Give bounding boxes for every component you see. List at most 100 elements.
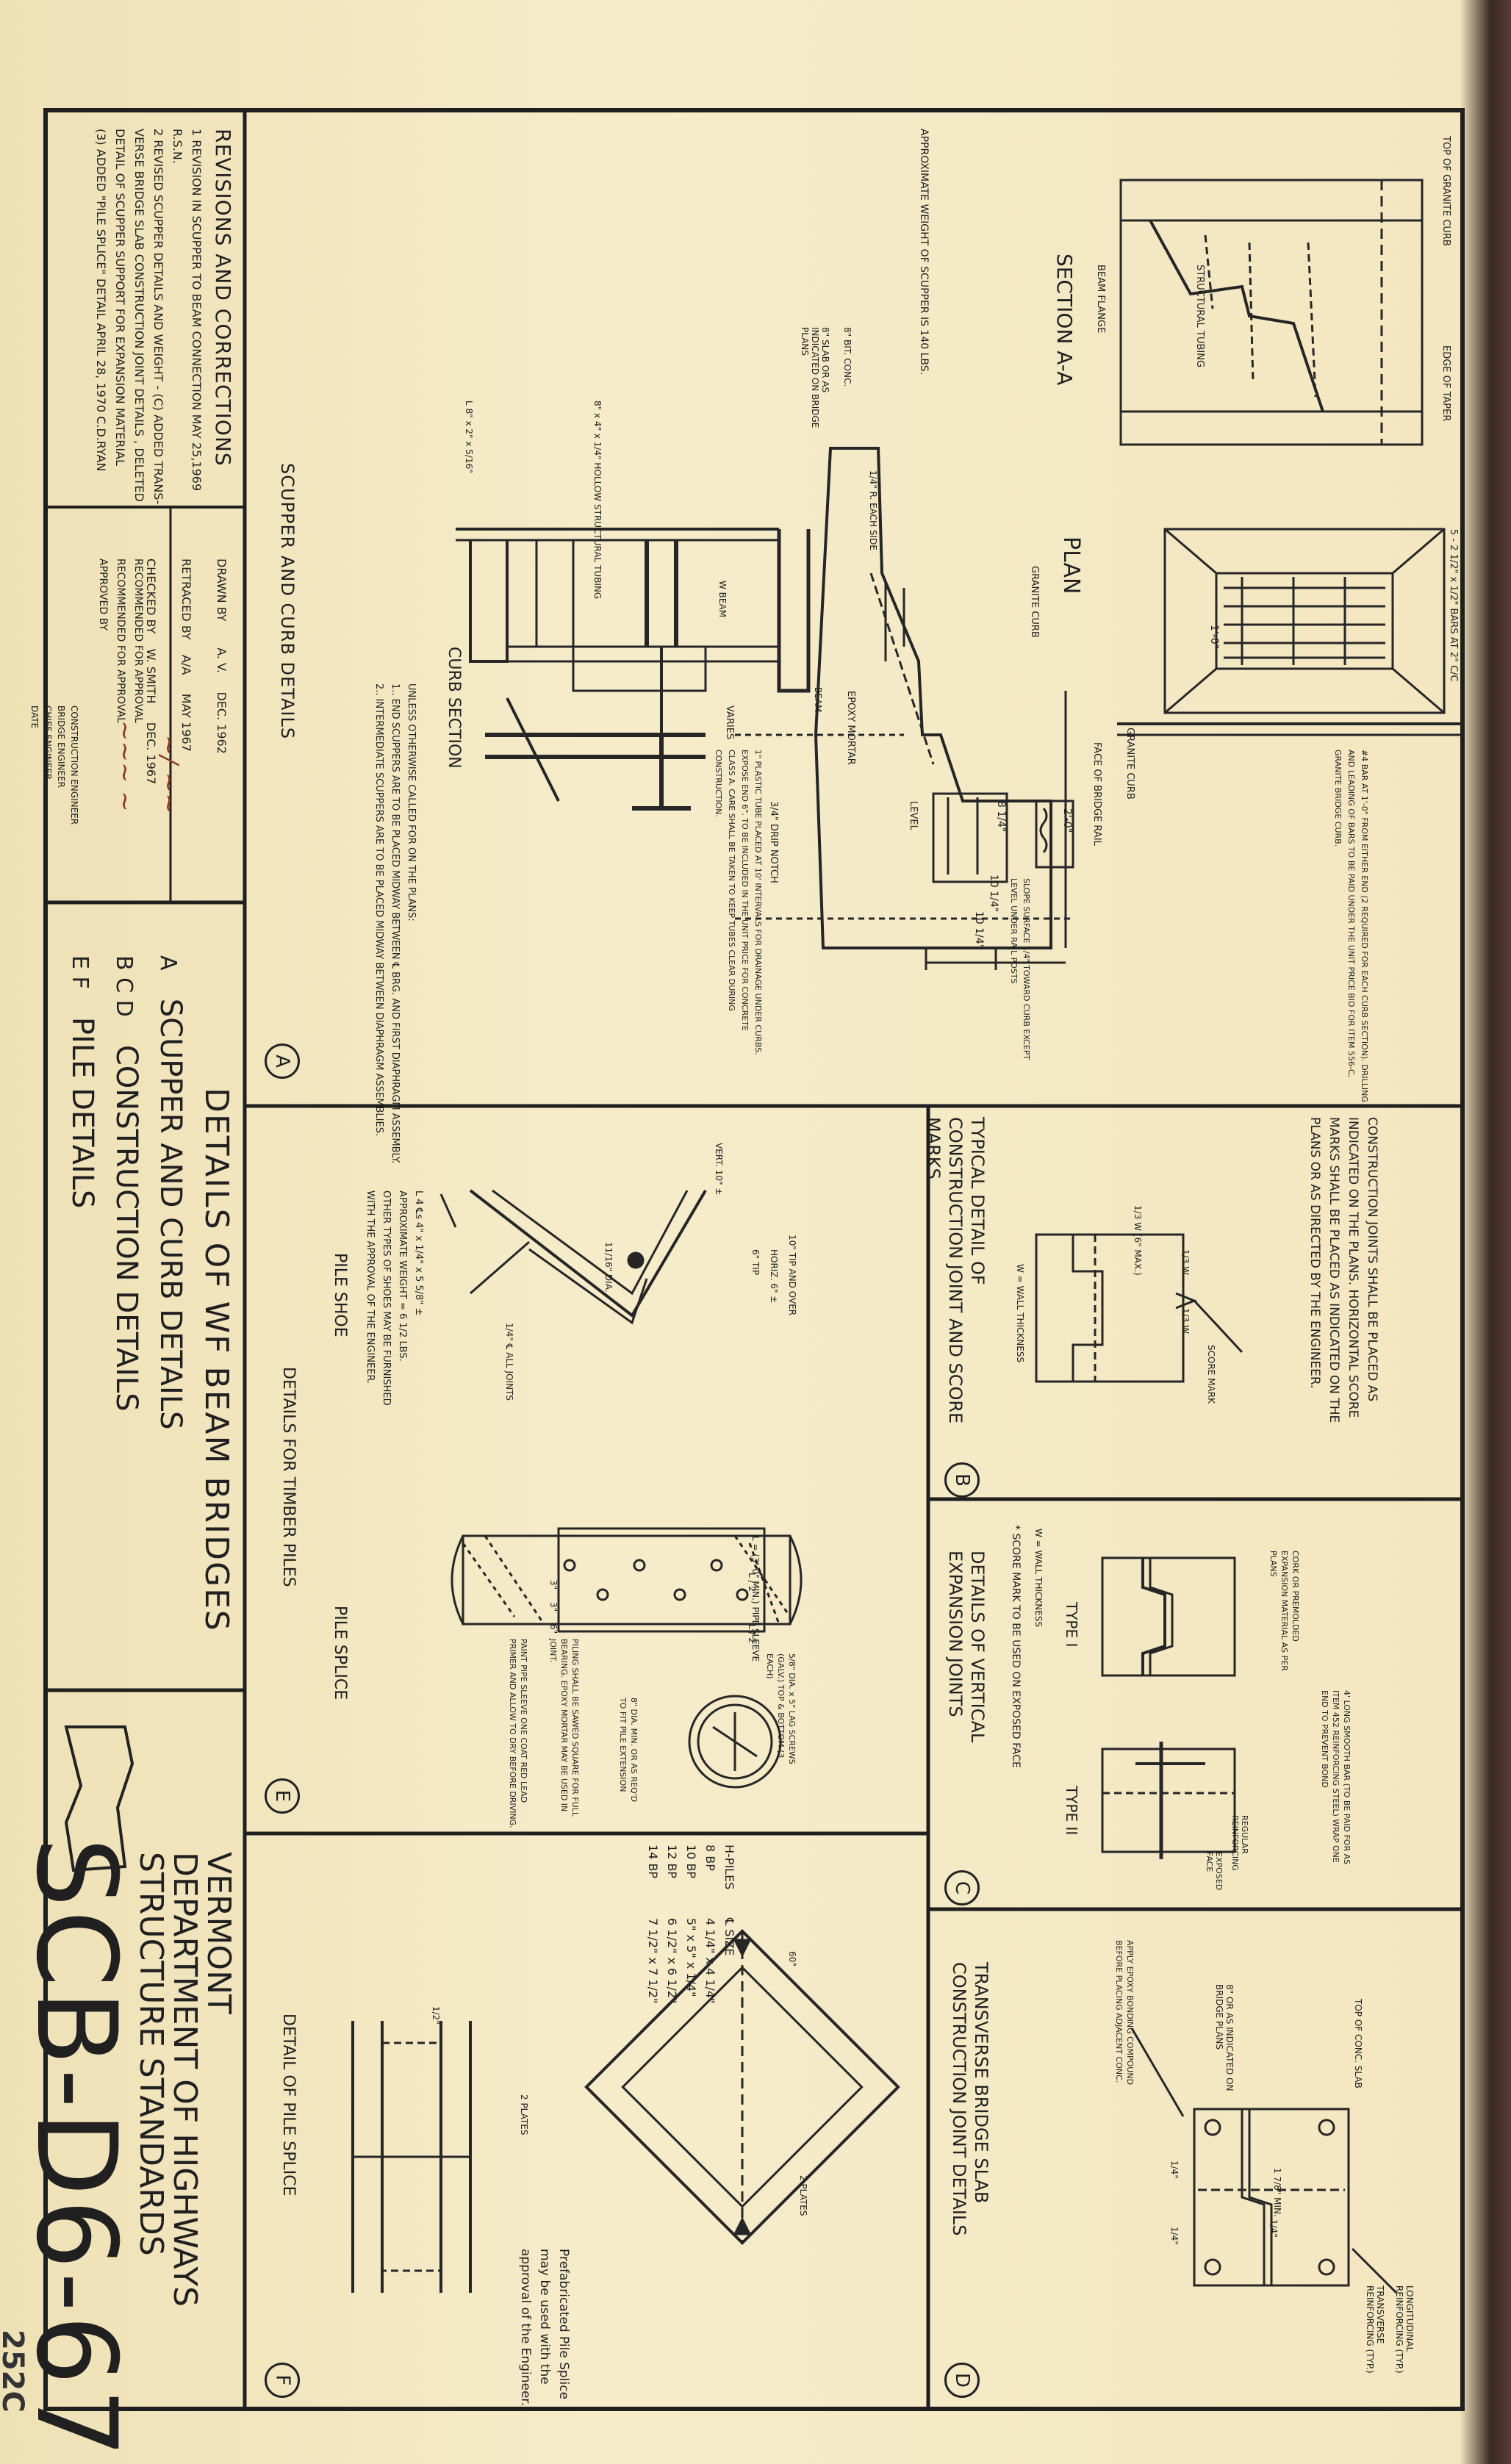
dim-label: LONGITUDINAL REINFORCING (TYP.): [1394, 2285, 1415, 2374]
dim-label: L / 2: [747, 1573, 757, 1592]
dim-label: 10 1/4": [973, 911, 985, 949]
index-item: E F PILE DETAILS: [65, 955, 99, 1209]
pile-shoe-label: PILE SHOE: [331, 1253, 349, 1337]
dim-label: EXPOSED FACE: [1205, 1852, 1224, 1891]
scupper-weight-note: APPROXIMATE WEIGHT OF SCUPPER IS 140 LBS…: [918, 129, 930, 376]
dim-label: W = WALL THICKNESS: [1033, 1529, 1044, 1628]
h-pile-table: H-PILES℄ SIZE 8 BP4 1/4" x 4 1/4" 10 BP5…: [643, 1845, 739, 2003]
drawing-number: SCB-D6-67: [12, 1837, 140, 2461]
dim-label: 11/16" DIA.: [603, 1242, 614, 1293]
revisions-list: 1 REVISION IN SCUPPER TO BEAM CONNECTION…: [91, 129, 206, 504]
pile-splice-label: PILE SPLICE: [331, 1606, 349, 1700]
agency-line: VERMONT: [200, 1852, 237, 2014]
dim-label: TOP OF CONC. SLAB: [1353, 1999, 1363, 2088]
dim-label: 1/4": [1169, 2161, 1180, 2179]
curb-bar-note: #4 BAR AT 1'-0" FROM EITHER END (2 REQUI…: [1333, 750, 1369, 1102]
plastic-tube-note: 1" PLASTIC TUBE PLACED AT 10' INTERVALS …: [714, 750, 763, 1055]
panel-tag-b: B: [944, 1462, 980, 1498]
dim-label: 2 PLATES: [519, 2094, 529, 2136]
handwritten-signature-2: ~~~ ~: [110, 720, 140, 812]
dim-label: CORK OR PREMOLDED EXPANSION MATERIAL AS …: [1268, 1551, 1300, 1671]
construction-joint-note: CONSTRUCTION JOINTS SHALL BE PLACED AS I…: [1307, 1117, 1379, 1423]
dim-label: 8" x 4" x 1/4" HOLLOW STRUCTURAL TUBING: [592, 401, 603, 600]
slope-note: SLOPE SURFACE 1/4" TOWARD CURB EXCEPT LE…: [1009, 878, 1031, 1060]
dim-label: PAINT PIPE SLEEVE ONE COAT RED LEAD PRIM…: [508, 1639, 528, 1828]
type-ii-label: TYPE II: [1063, 1786, 1080, 1836]
vermont-state-outline: [64, 1725, 134, 1872]
panel-tag-c: C: [944, 1870, 980, 1906]
panel-tag-f: F: [265, 2363, 300, 2398]
dim-label: EPOXY MORTAR: [845, 691, 856, 765]
dim-label: 1/2": [431, 2006, 441, 2025]
table-row: 10 BP5" x 5" x 1/4": [684, 1845, 698, 1997]
revision-line: 1 REVISION IN SCUPPER TO BEAM CONNECTION…: [190, 129, 204, 492]
dim-label: LEVEL: [908, 801, 919, 830]
curb-section-label: CURB SECTION: [445, 647, 463, 769]
dim-label: STRUCTURAL TUBING: [1194, 265, 1205, 368]
dim-label: 8 1/4": [995, 801, 1007, 833]
dim-label: 8" DIA. MIN. OR AS REQ'D TO FIT PILE EXT…: [618, 1698, 639, 1803]
type-i-label: TYPE I: [1063, 1602, 1080, 1648]
revision-line: R.S.N.: [171, 129, 184, 164]
dim-label: 1'-0": [1208, 625, 1220, 650]
panel-d-caption: TRANSVERSE BRIDGE SLAB CONSTRUCTION JOIN…: [949, 1962, 991, 2236]
dim-label: FACE OF BRIDGE RAIL: [1091, 742, 1102, 846]
dim-label: 3": [548, 1602, 559, 1612]
table-row: 14 BP7 1/2" x 7 1/2": [646, 1845, 660, 2004]
dim-label: 2'-0": [1061, 808, 1073, 833]
panel-e-caption: DETAILS FOR TIMBER PILES: [279, 1367, 298, 1587]
revisions-heading: REVISIONS AND CORRECTIONS: [211, 129, 235, 467]
dim-label: VERT. 10" ±: [714, 1143, 724, 1196]
dim-label: 2 PLATES: [798, 2175, 808, 2216]
dim-label: 4' LONG SMOOTH BAR (TO BE PAID FOR AS IT…: [1320, 1690, 1352, 1865]
agency-line: DEPARTMENT OF HIGHWAYS: [166, 1852, 204, 2307]
dim-label: 8" BIT. CONC.: [842, 327, 853, 387]
sheet-index: A SCUPPER AND CURB DETAILS B C D CONSTRU…: [59, 955, 191, 1430]
scupper-notes: UNLESS OTHERWISE CALLED FOR ON THE PLANS…: [373, 683, 417, 1164]
dim-label: 10" TIP AND OVER: [787, 1235, 797, 1316]
dim-label: 1/4" ℄ ALL JOINTS: [504, 1323, 514, 1401]
revision-line: VERSE BRIDGE SLAB CONSTRUCTION JOINT DET…: [132, 129, 146, 502]
dim-label: L / 2: [747, 1624, 757, 1643]
dim-label: W = WALL THICKNESS: [1015, 1264, 1025, 1363]
panel-a-caption: SCUPPER AND CURB DETAILS: [277, 463, 298, 740]
dim-label: PILING SHALL BE SAWED SQUARE FOR FULL BE…: [548, 1639, 580, 1817]
dim-label: 1/4": [1169, 2227, 1180, 2245]
dim-label: GRANITE CURB: [1029, 566, 1040, 638]
revision-line: (3) ADDED "PILE SPLICE" DETAIL APRIL 28,…: [94, 129, 108, 472]
prefab-splice-note: Prefabricated Pile Splice may be used wi…: [518, 2249, 571, 2407]
dim-label: 6" TIP: [750, 1249, 761, 1276]
revision-line: 2 REVISED SCUPPER DETAILS AND WEIGHT - (…: [151, 129, 165, 505]
signature-row: DRAWN BY A. V. DEC. 1962: [215, 558, 229, 754]
dim-label: EDGE OF TAPER: [1440, 345, 1451, 422]
outer-border: [43, 108, 1465, 2411]
panel-f-caption: DETAIL OF PILE SPLICE: [279, 2014, 298, 2197]
dim-label: 5 - 2 1/2" x 1/2" BARS AT 2" C/C: [1448, 529, 1459, 682]
dim-label: 1/3 W (6" MAX.): [1133, 1205, 1143, 1276]
dim-label: VARIES: [724, 705, 735, 740]
approval-roles: CONSTRUCTION ENGINEER BRIDGE ENGINEER CH…: [29, 705, 79, 825]
panel-tag-a: A: [265, 1044, 300, 1079]
signature-block: DRAWN BY A. V. DEC. 1962 RETRACED BY A/A…: [133, 558, 239, 784]
dim-label: W BEAM: [717, 581, 728, 618]
dim-label: L 8" x 2" x 5/16": [464, 401, 474, 473]
dim-label: HORIZ. 6" ±: [769, 1249, 779, 1304]
dim-label: BEAM: [813, 687, 823, 713]
dim-label: 1/3 W: [1180, 1249, 1191, 1275]
index-item: B C D CONSTRUCTION DETAILS: [110, 955, 143, 1412]
dim-label: 10 1/4": [988, 874, 999, 913]
dim-label: 1/4": [1268, 2219, 1279, 2238]
revision-line: DETAIL OF SCUPPER SUPPORT FOR EXPANSION …: [113, 129, 127, 466]
dim-label: 6": [548, 1624, 559, 1634]
corner-mark: 252C: [0, 2330, 29, 2413]
panel-b-caption: TYPICAL DETAIL OF CONSTRUCTION JOINT AND…: [923, 1117, 988, 1424]
dim-label: TOP OF GRANITE CURB: [1440, 136, 1451, 246]
sheet-edge-shadow: [1460, 0, 1511, 2464]
dim-label: 3/4" DRIP NOTCH: [768, 801, 779, 883]
table-row: 8 BP4 1/4" x 4 1/4": [703, 1845, 717, 2004]
dim-label: APPLY EPOXY BONDING COMPOUND BEFORE PLAC…: [1114, 1940, 1135, 2086]
dim-label: 8" SLAB OR AS INDICATED ON BRIDGE PLANS: [800, 327, 830, 428]
plan-label: PLAN: [1058, 536, 1084, 595]
handwritten-signature-1: ~/ ~~: [154, 735, 184, 814]
